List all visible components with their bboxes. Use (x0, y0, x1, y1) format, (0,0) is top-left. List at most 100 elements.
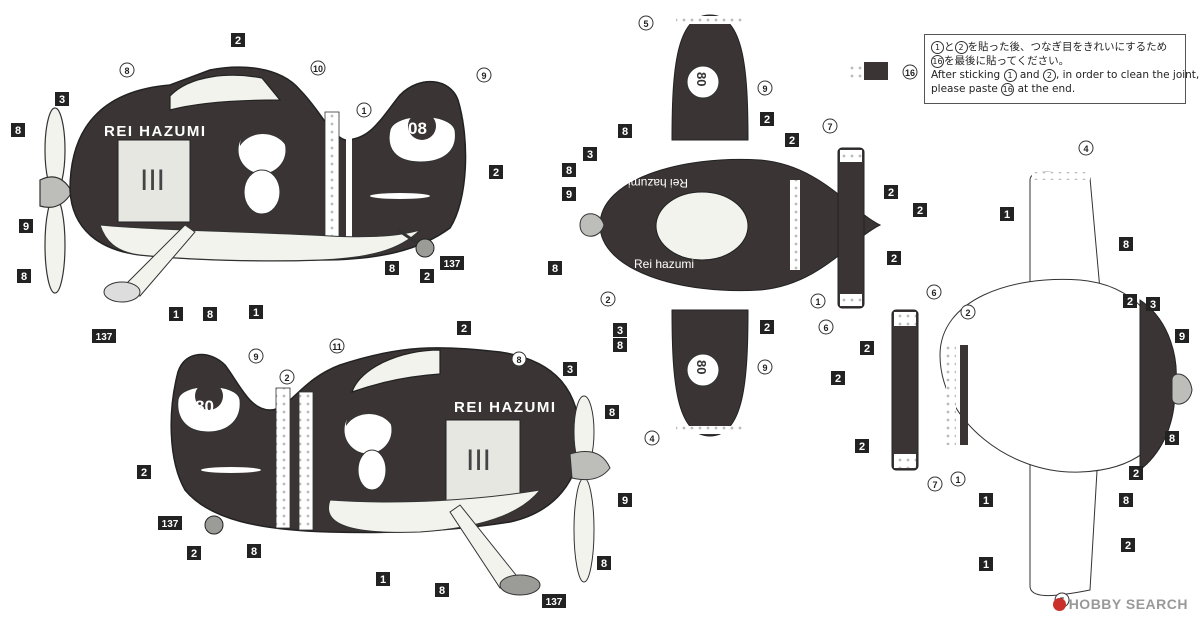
callout-label: 9 (23, 221, 29, 233)
callout-badge: 8 (1119, 493, 1133, 507)
callout-label: 2 (141, 467, 147, 479)
top-name-lower: Rei hazumi (634, 257, 694, 271)
callout-label: 8 (566, 165, 572, 177)
callout-badge: 1 (376, 572, 390, 586)
callout-badge: 8 (385, 261, 399, 275)
callout-badge: 2 (760, 320, 774, 334)
tail-number-left: 08 (408, 119, 427, 138)
callout-badge: 2 (187, 546, 201, 560)
callout-badge: 8 (613, 338, 627, 352)
callout-label: 2 (859, 441, 865, 453)
callout-badge: 7 (927, 476, 943, 492)
callout-badge: 1 (249, 305, 263, 319)
callout-label: 1 (983, 495, 989, 507)
callout-badge: 2 (760, 112, 774, 126)
callout-badge: 2 (457, 321, 471, 335)
callout-badge: 8 (562, 163, 576, 177)
callout-label: 9 (1179, 331, 1185, 343)
callout-badge: 5 (638, 15, 654, 31)
callout-label: 4 (649, 434, 654, 444)
callout-badge: 7 (822, 118, 838, 134)
callout-label: 10 (313, 64, 323, 74)
callout-label: 9 (253, 352, 258, 362)
callout-badge: 3 (1146, 297, 1160, 311)
callout-badge: 3 (583, 147, 597, 161)
logo-dot-icon (1052, 598, 1066, 611)
callout-badge: 9 (757, 80, 773, 96)
callout-label: 8 (389, 263, 395, 275)
callout-badge: 1 (979, 493, 993, 507)
callout-label: 3 (1150, 299, 1156, 311)
callout-badge: 2 (600, 291, 616, 307)
callout-badge: 3 (55, 92, 69, 106)
top-name-upper: Rei hazumi (628, 176, 688, 190)
callout-label: 2 (424, 271, 430, 283)
callout-badge: 9 (757, 359, 773, 375)
callout-badge: 137 (158, 516, 182, 530)
callout-label: 137 (444, 259, 461, 270)
callout-label: 1 (1004, 209, 1010, 221)
propeller-right (569, 395, 611, 583)
callout-badge: 6 (926, 284, 942, 300)
callout-label: 8 (601, 558, 607, 570)
callout-label: 5 (643, 19, 648, 29)
callout-label: 1 (361, 106, 366, 116)
callout-label: 2 (789, 135, 795, 147)
callout-badge: 137 (440, 256, 464, 270)
callout-label: 1 (983, 559, 989, 571)
top-wing-number-lower: 80 (694, 360, 709, 374)
callout-badge: 8 (1119, 237, 1133, 251)
top-view: Rei hazumi Rei hazumi 80 80 (579, 14, 882, 437)
name-decal-left: REI HAZUMI (104, 123, 207, 140)
callout-badge: 11 (329, 338, 345, 354)
decal-16-icon (850, 62, 888, 80)
callout-label: 2 (1127, 296, 1133, 308)
callout-badge: 8 (203, 307, 217, 321)
callout-label: 2 (284, 373, 289, 383)
callout-badge: 137 (542, 594, 566, 608)
callout-badge: 8 (511, 351, 527, 367)
callout-label: 1 (380, 574, 386, 586)
callout-badge: 2 (279, 369, 295, 385)
callout-label: 9 (762, 84, 767, 94)
callout-badge: 3 (613, 323, 627, 337)
callout-label: 8 (1169, 433, 1175, 445)
callout-label: 2 (764, 114, 770, 126)
callout-label: 3 (59, 94, 65, 106)
callout-label: 9 (566, 189, 572, 201)
callout-badge: 2 (137, 465, 151, 479)
callout-label: 9 (762, 363, 767, 373)
callout-label: 2 (965, 308, 970, 318)
callout-label: 1 (253, 307, 259, 319)
callout-label: 8 (124, 66, 129, 76)
callout-badge: 2 (1129, 466, 1143, 480)
callout-label: 2 (605, 295, 610, 305)
callout-label: 2 (835, 373, 841, 385)
top-wing-number-upper: 80 (694, 72, 709, 86)
callout-badge: 9 (476, 67, 492, 83)
callout-label: 2 (493, 167, 499, 179)
callout-badge: 9 (562, 187, 576, 201)
callout-label: 2 (235, 35, 241, 47)
callout-label: 9 (481, 71, 486, 81)
side-view-right: 80 REI HAZUMI III (170, 347, 611, 596)
callout-label: 9 (622, 495, 628, 507)
callout-badge: 2 (785, 133, 799, 147)
callout-badge: 2 (831, 371, 845, 385)
propeller-left (39, 107, 73, 294)
callout-label: 3 (567, 364, 573, 376)
name-decal-right: REI HAZUMI (454, 399, 557, 416)
callout-badge: 2 (960, 304, 976, 320)
callout-label: 8 (251, 546, 257, 558)
callout-badge: 3 (563, 362, 577, 376)
circle-2-icon: 2 (954, 40, 968, 54)
stripe-marks-left: III (140, 164, 165, 197)
callout-label: 1 (815, 297, 820, 307)
callout-badge: 1 (1000, 207, 1014, 221)
callout-badge: 4 (1078, 140, 1094, 156)
callout-badge: 8 (605, 405, 619, 419)
side-view-left: 08 REI HAZUMI III (39, 66, 467, 303)
callout-label: 2 (461, 323, 467, 335)
